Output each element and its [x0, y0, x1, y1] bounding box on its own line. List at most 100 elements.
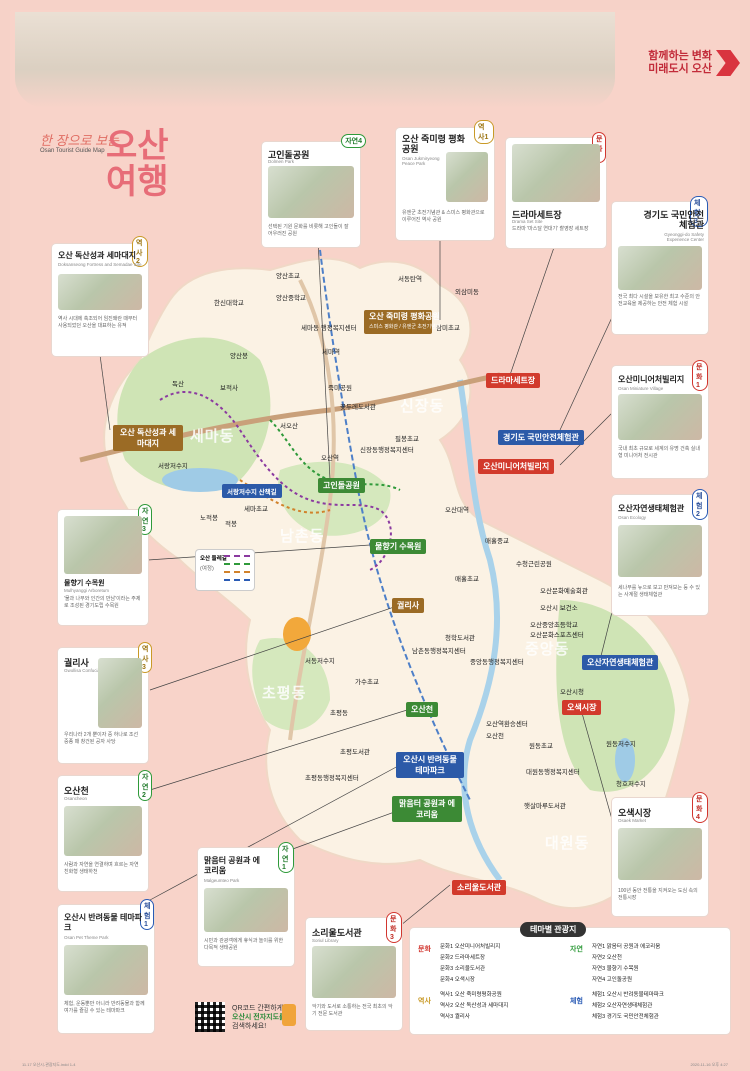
card-badge: 문화1 — [692, 360, 708, 391]
label-library[interactable]: 소리울도서관 — [452, 880, 507, 895]
qr-code[interactable] — [195, 1002, 225, 1032]
label-market[interactable]: 오색시장 — [562, 700, 602, 715]
card-title: 드라마세트장 — [512, 210, 562, 220]
card-illustration — [618, 525, 702, 577]
card-badge: 문화3 — [386, 912, 402, 943]
card-title: 오산 독산성과 세마대지 — [58, 251, 137, 260]
place-label: 원동저수지 — [606, 741, 636, 748]
leader-line-dolmen — [317, 239, 331, 481]
place-label: 필봉초교 — [395, 436, 419, 443]
label-ecology[interactable]: 오산자연생태체험관 — [582, 655, 659, 670]
card-title: 오산미니어처빌리지 — [618, 375, 685, 384]
leader-line-drama — [509, 229, 561, 376]
place-label: 서동저수지 — [305, 658, 335, 665]
card-drama-set[interactable]: 문화2 드라마세트장 Drama Set Site 드라마 '마스달 연대기' … — [506, 132, 607, 248]
card-market[interactable]: 문화4 오색시장 Osaek Market 100년 동안 전통을 지켜오는 도… — [612, 792, 708, 916]
label-dolmen[interactable]: 고인돌공원 — [318, 478, 365, 493]
card-title: 소리울도서관 — [312, 928, 362, 938]
card-title: 오산시 반려동물 테마파크 — [64, 913, 143, 932]
route-legend-title: 오산 둘레길 — [200, 556, 227, 562]
place-label: 남촌동행정복지센터 — [412, 648, 466, 655]
place-label: 세마역 — [322, 349, 340, 356]
legend-cat-history: 역사 — [418, 998, 431, 1005]
legend-cat-nature: 자연 — [570, 946, 583, 953]
card-title: 경기도 국민안전체험관 — [643, 210, 704, 230]
label-semaji-walk[interactable]: 서랑저수지 산책길 — [222, 484, 282, 498]
card-en: Dolmen Park — [268, 159, 295, 164]
place-label: 오산문화스포츠센터 — [530, 632, 584, 639]
area-sema: 세마동 — [190, 428, 235, 445]
card-title: 맑음터 공원과 에코리움 — [204, 856, 260, 875]
label-arboretum[interactable]: 물향기 수목원 — [370, 539, 427, 554]
place-label: 햇살마루도서관 — [524, 803, 566, 810]
wondong-reservoir — [615, 738, 635, 782]
dulle-walk-route — [159, 390, 392, 571]
card-library[interactable]: 문화3 소리울도서관 Soriul Library 악기와 도서로 소통하는 전… — [306, 912, 402, 1030]
card-safety-center[interactable]: 체험3 경기도 국민안전체험관 Gyeonggi-do Safety Exper… — [612, 196, 708, 334]
place-label: 독산 — [172, 381, 184, 388]
leader-line-gwollisa — [149, 604, 401, 691]
card-en: Soriul Library — [312, 938, 339, 943]
card-osancheon[interactable]: 자연2 오산천 Osancheon 사람과 자연을 연결하며 흐르는 자연 친화… — [58, 770, 153, 891]
card-desc: 유엔군 초전기념관 & 스미스 평화관으로 이루어진 역사 공원 — [402, 210, 485, 223]
card-desc: 드라마 '마스달 연대기' 촬영장 세트장 — [512, 226, 589, 232]
place-label: 청호저수지 — [616, 781, 646, 788]
card-illustration — [64, 945, 148, 995]
card-desc: 국내 최초 규모로 세계의 유명 건축 실내형 미니어처 전시관 — [618, 446, 700, 459]
card-desc: 시민과 관광객에게 휴식과 놀이를 위한 다목적 생태공원 — [204, 938, 284, 951]
card-godoldong[interactable]: 자연4 고인돌공원 Dolmen Park 선택된 기원 문화를 비롯해 고인돌… — [262, 134, 366, 247]
card-en: Malgeumteo Park — [204, 878, 240, 883]
card-gwollisa[interactable]: 역사3 궐리사 Gwollisa Confucian Temple 우리나라 2… — [58, 642, 153, 763]
label-pet[interactable]: 오산시 반려동물 테마파크 — [396, 752, 464, 778]
card-badge: 자연4 — [341, 134, 366, 148]
card-desc: 체험, 운동뿐만 아니라 반려동물과 함께 여가를 즐길 수 있는 테마파크 — [64, 1001, 145, 1014]
card-illustration — [64, 516, 142, 574]
theme-legend: 테마별 관광지 문화 문화1 오산미니어처빌리지 문화2 드라마세트장 문화3 … — [410, 922, 730, 1034]
card-desc: 세나무를 뉴으로 보고 만져보는 등 수 있는 사계절 생태체험관 — [618, 585, 700, 598]
place-label: 양산봉 — [230, 353, 248, 360]
place-label: 서오산 — [280, 423, 298, 430]
label-osancheon[interactable]: 오산천 — [406, 702, 439, 717]
card-pet-park[interactable]: 체험1 오산시 반려동물 테마파크 Osan Pet Theme Park 체험… — [58, 899, 155, 1033]
place-label: 오산대역 — [445, 507, 469, 514]
legend-title: 테마별 관광지 — [520, 922, 587, 937]
legend-item: 자연3 물향기 수목원 — [592, 966, 639, 972]
label-mini[interactable]: 오산미니어처빌리지 — [478, 459, 555, 474]
card-title: 궐리사 — [64, 658, 89, 668]
card-mini-museum[interactable]: 문화1 오산미니어처빌리지 Osan Miniature Village 국내 … — [612, 360, 708, 478]
print-footer-left: 11.17 오산시-관광지도.indd 1-4 — [22, 1062, 76, 1067]
card-doksan[interactable]: 역사2 오산 독산성과 세마대지 Doksanseong Fortress an… — [52, 236, 148, 356]
place-label: 서동탄역 — [398, 276, 422, 283]
leader-line-osancheon — [149, 705, 421, 791]
card-peace-park[interactable]: 역사1 오산 죽미령 평화공원 Osan Jukmiryeong Peace P… — [396, 120, 494, 240]
label-maltteuleo[interactable]: 맑음터 공원과 에코리움 — [392, 796, 462, 822]
card-title: 고인돌공원 — [268, 150, 310, 160]
legend-item: 문화1 오산미니어처빌리지 — [440, 944, 501, 950]
card-en: Osan Ecology — [618, 515, 647, 520]
place-label: 오산시청 — [560, 689, 584, 696]
label-doksan[interactable]: 오산 독산성과 세마대지 — [113, 425, 183, 451]
card-illustration — [268, 166, 354, 218]
card-illustration — [312, 946, 396, 998]
place-label: 오산시 보건소 — [540, 605, 578, 612]
place-label: 세마초교 — [244, 506, 268, 513]
place-label: 외삼미동 — [455, 289, 479, 296]
card-illustration — [98, 658, 142, 728]
title-english: Osan Tourist Guide Map — [40, 148, 105, 154]
place-label: 서랑저수지 — [158, 463, 188, 470]
area-chopyeong: 초평동 — [262, 685, 307, 702]
card-ecology[interactable]: 체험2 오산자연생태체험관 Osan Ecology 세나무를 뉴으로 보고 만… — [612, 489, 708, 615]
place-label: 초평도서관 — [340, 749, 370, 756]
label-gwollisa[interactable]: 궐리사 — [392, 598, 425, 613]
card-maltteuleo[interactable]: 자연1 맑음터 공원과 에코리움 Malgeumteo Park 시민과 관광객… — [198, 842, 294, 966]
card-arboretum[interactable]: 자연3 물향기 수목원 Mulhyanggi Arboretum '물과 나무와… — [58, 504, 153, 625]
label-safety[interactable]: 경기도 국민안전체험관 — [498, 430, 584, 445]
leader-line-mini — [559, 409, 616, 466]
card-badge: 자연2 — [138, 770, 153, 801]
legend-item: 체험1 오산시 반려동물테마파크 — [592, 992, 664, 998]
label-peace-park[interactable]: 오산 죽미령 평화공원 스미스 평화관 / 유엔군 초전기념관 — [364, 310, 440, 334]
card-desc: 선택된 기원 문화를 비롯해 고인돌이 잘 어우러진 공원 — [268, 224, 349, 237]
osancheon-river — [457, 379, 503, 882]
label-drama[interactable]: 드라마세트장 — [486, 373, 541, 388]
place-label: 대원동행정복지센터 — [526, 769, 580, 776]
